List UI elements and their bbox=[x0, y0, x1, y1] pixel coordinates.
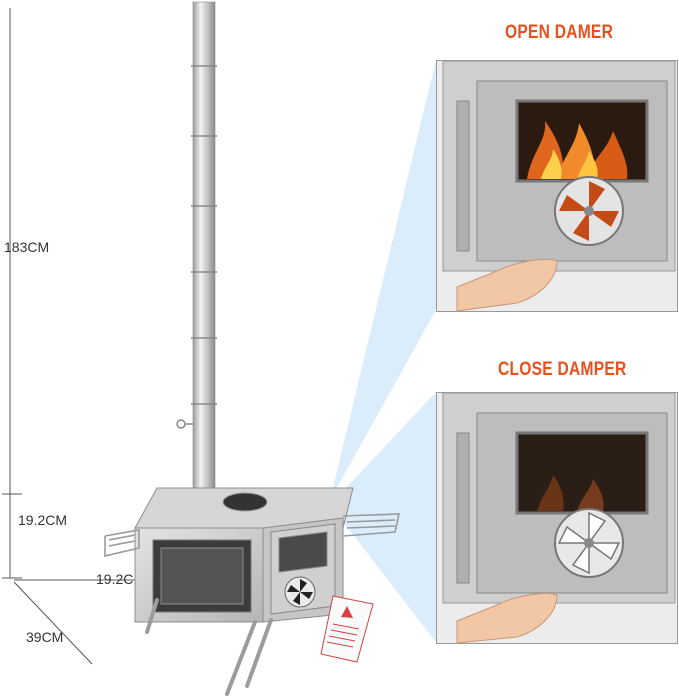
open-damper-title: OPEN DAMER bbox=[505, 22, 614, 43]
stove-depth-label: 19.2CM bbox=[96, 571, 146, 587]
stove-length-label: 39CM bbox=[26, 629, 64, 645]
close-damper-image bbox=[437, 393, 677, 643]
tent-stove-image bbox=[104, 1, 401, 696]
close-damper-title: CLOSE DAMPER bbox=[498, 359, 627, 380]
stove-height-label: 19.2CM bbox=[18, 512, 68, 528]
chimney-height-label: 183CM bbox=[4, 239, 50, 255]
open-damper-image bbox=[437, 61, 677, 311]
open-damper-panel bbox=[436, 60, 678, 312]
close-damper-panel bbox=[436, 392, 678, 644]
